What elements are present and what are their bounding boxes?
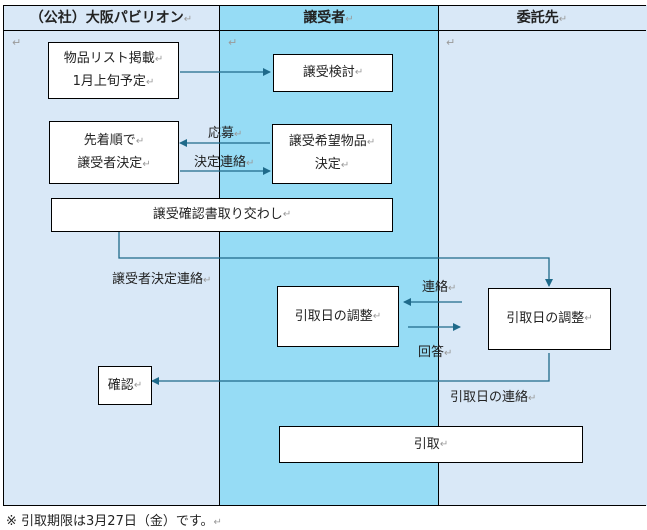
return-mark-icon: ↵ (145, 76, 155, 88)
box-confirm: 確認↵ (98, 366, 152, 405)
lane-header-text: 委託先 (516, 10, 559, 26)
return-mark-icon: ↵ (154, 53, 164, 65)
return-mark-icon: ↵ (345, 14, 354, 25)
return-mark-icon: ↵ (142, 158, 151, 170)
text: 引取日の調整 (294, 308, 373, 324)
return-mark-icon: ↵ (183, 14, 193, 25)
text: 確認 (107, 377, 134, 393)
box-adjust-date-contractor: 引取日の調整↵ (488, 288, 611, 350)
return-mark-icon: ↵ (448, 283, 457, 294)
text: 1月上旬予定 (72, 73, 146, 89)
return-mark-icon: ↵ (282, 209, 292, 220)
return-mark-icon: ↵ (203, 275, 212, 286)
text: 連絡 (422, 280, 449, 295)
box-line: 1月上旬予定↵ (73, 71, 155, 94)
return-mark-icon: ↵ (133, 379, 143, 391)
lane-header-transferee: 譲受者↵ (219, 6, 438, 30)
header-divider (3, 30, 646, 31)
text: 譲受希望物品 (288, 134, 367, 149)
box-item-list: 物品リスト掲載↵ 1月上旬予定↵ (48, 42, 179, 99)
label-decision-notice: 決定連絡↵ (194, 151, 254, 170)
return-mark-icon: ↵ (246, 158, 255, 169)
text: 決定 (314, 157, 341, 172)
return-mark-icon: ↵ (228, 36, 238, 49)
text: 先着順で (83, 132, 136, 148)
footnote: ※ 引取期限は3月27日（金）です。↵ (6, 510, 222, 529)
text: 譲受者決定連絡 (112, 272, 204, 287)
text: 応募 (208, 126, 235, 141)
box-first-come: 先着順で↵ 譲受者決定↵ (49, 121, 179, 184)
lane-header-text: 譲受者 (303, 10, 346, 26)
box-line: 決定↵ (315, 154, 349, 177)
text: 引取日の連絡 (450, 390, 529, 405)
box-line: 先着順で↵ (84, 130, 144, 153)
return-mark-icon: ↵ (366, 137, 376, 148)
return-mark-icon: ↵ (372, 310, 382, 322)
return-mark-icon: ↵ (12, 36, 22, 49)
return-mark-icon: ↵ (135, 135, 145, 147)
label-reply: 回答↵ (418, 341, 452, 360)
return-mark-icon: ↵ (528, 393, 537, 404)
text: 決定連絡 (194, 155, 247, 170)
lane-header-osaka-pavilion: （公社）大阪パビリオン↵ (3, 6, 219, 30)
label-contact: 連絡↵ (422, 276, 456, 295)
return-mark-icon: ↵ (234, 129, 243, 140)
box-exchange-confirmation: 譲受確認書取り交わし↵ (51, 198, 393, 232)
box-line: 譲受希望物品↵ (289, 131, 375, 154)
box-desired-items: 譲受希望物品↵ 決定↵ (272, 124, 392, 184)
box-consider: 譲受検討↵ (273, 54, 393, 92)
text: 物品リスト掲載 (63, 50, 155, 66)
text: 譲受検討 (302, 65, 355, 80)
return-mark-icon: ↵ (584, 313, 593, 324)
lane-header-contractor: 委託先↵ (438, 6, 646, 30)
label-pickup-date-notice: 引取日の連絡↵ (450, 386, 536, 405)
return-mark-icon: ↵ (213, 517, 222, 528)
return-mark-icon: ↵ (558, 14, 568, 25)
return-mark-icon: ↵ (439, 438, 449, 450)
box-adjust-date-transferee: 引取日の調整↵ (277, 286, 399, 347)
return-mark-icon: ↵ (444, 348, 453, 359)
label-transferee-decision-notice: 譲受者決定連絡↵ (112, 268, 211, 287)
text: 譲受者決定 (77, 155, 143, 171)
box-pickup: 引取↵ (279, 426, 583, 463)
lane-header-text: （公社）大阪パビリオン (29, 10, 184, 26)
return-mark-icon: ↵ (340, 160, 350, 171)
return-mark-icon: ↵ (354, 67, 364, 78)
label-apply: 応募↵ (208, 122, 242, 141)
text: 引取日の調整 (506, 311, 585, 326)
box-line: 物品リスト掲載↵ (64, 48, 163, 71)
return-mark-icon: ↵ (446, 36, 456, 49)
text: 引取 (413, 436, 440, 452)
text: ※ 引取期限は3月27日（金）です。 (6, 514, 214, 529)
box-line: 譲受者決定↵ (77, 153, 150, 176)
text: 回答 (418, 345, 445, 360)
text: 譲受確認書取り交わし (152, 207, 283, 222)
